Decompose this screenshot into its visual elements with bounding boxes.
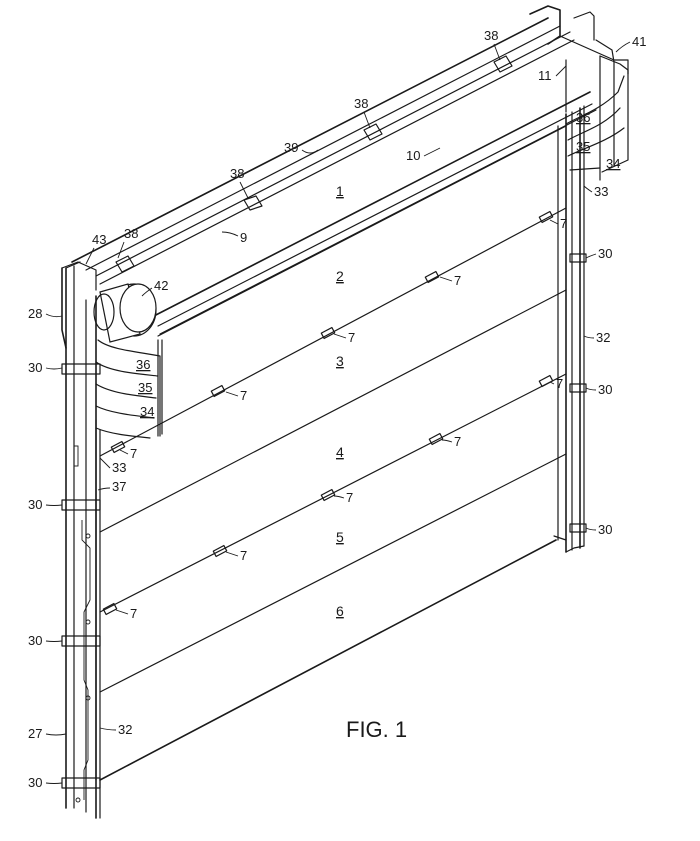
figure-caption: FIG. 1 <box>346 717 407 742</box>
ref-30-r1: 30 <box>598 246 612 261</box>
ref-30-l3: 30 <box>28 633 42 648</box>
ref-11: 11 <box>538 68 552 83</box>
drive-motor <box>94 284 156 342</box>
ref-34-right: 34 <box>606 156 620 171</box>
ref-7-a: 7 <box>560 216 567 231</box>
panel-label-4: 4 <box>336 444 344 460</box>
ref-10: 10 <box>406 148 420 163</box>
ref-35-left: 35 <box>138 380 152 395</box>
ref-30-r2: 30 <box>598 382 612 397</box>
curtain <box>96 126 566 780</box>
ref-27: 27 <box>28 726 42 741</box>
ref-34-left: 34 <box>140 404 154 419</box>
ref-7-d: 7 <box>240 388 247 403</box>
ref-30-r3: 30 <box>598 522 612 537</box>
ref-38-b: 38 <box>354 96 368 111</box>
left-guide-rail <box>62 262 100 818</box>
ref-33-right: 33 <box>594 184 608 199</box>
right-guide-rail <box>554 56 600 552</box>
panel-label-3: 3 <box>336 353 344 369</box>
ref-7-b: 7 <box>454 273 461 288</box>
panel-label-6: 6 <box>336 603 344 619</box>
ref-42: 42 <box>154 278 168 293</box>
ref-35-right: 35 <box>576 139 590 154</box>
ref-7-f: 7 <box>556 376 563 391</box>
ref-39: 39 <box>284 140 298 155</box>
ref-7-i: 7 <box>240 548 247 563</box>
panel-label-1: 1 <box>336 183 344 199</box>
ref-7-e: 7 <box>130 446 137 461</box>
ref-7-h: 7 <box>346 490 353 505</box>
ref-43: 43 <box>92 232 106 247</box>
ref-38-d: 38 <box>124 226 138 241</box>
panel-label-2: 2 <box>336 268 344 284</box>
ref-30-l4: 30 <box>28 775 42 790</box>
ref-28: 28 <box>28 306 42 321</box>
ref-9: 9 <box>240 230 247 245</box>
ref-7-c: 7 <box>348 330 355 345</box>
ref-30-l2: 30 <box>28 497 42 512</box>
ref-7-j: 7 <box>130 606 137 621</box>
ref-36-right: 36 <box>576 110 590 125</box>
ref-37: 37 <box>112 479 126 494</box>
panel-label-5: 5 <box>336 529 344 545</box>
ref-30-l1: 30 <box>28 360 42 375</box>
ref-32-left: 32 <box>118 722 132 737</box>
ref-32-right: 32 <box>596 330 610 345</box>
ref-38-a: 38 <box>484 28 498 43</box>
ref-36-left: 36 <box>136 357 150 372</box>
ref-38-c: 38 <box>230 166 244 181</box>
ref-33-left: 33 <box>112 460 126 475</box>
ref-41: 41 <box>632 34 646 49</box>
ref-7-g: 7 <box>454 434 461 449</box>
